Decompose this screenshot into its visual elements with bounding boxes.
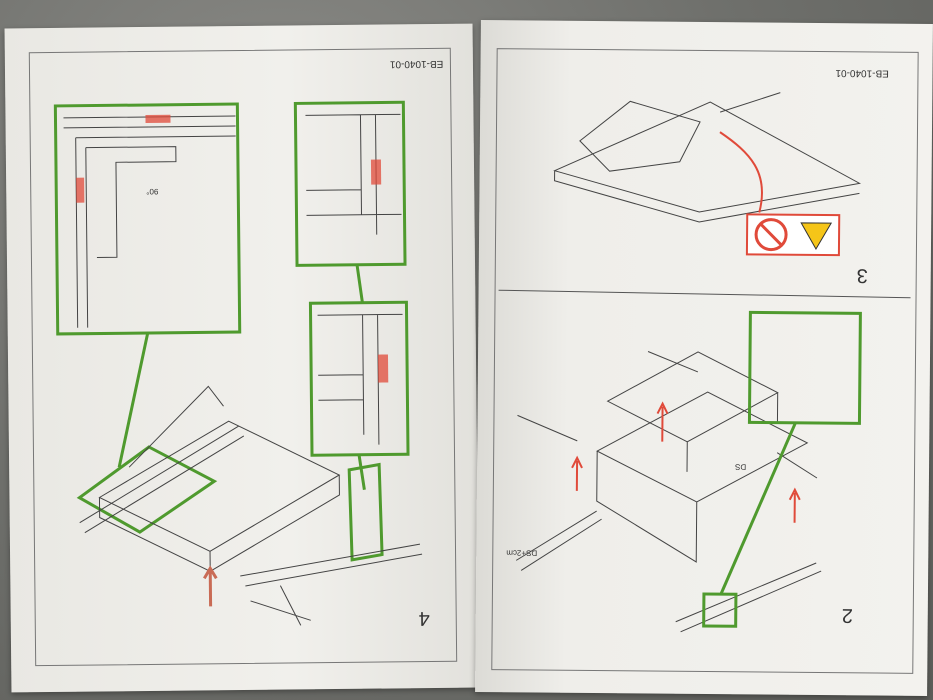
warning-triangle-icon [800,222,833,250]
up-arrow-icons [571,401,801,523]
rail-detail-frame [293,100,407,267]
rail-detail-frame-2 [308,300,410,457]
assembly-diagram-steps-2-3 [498,92,911,633]
instruction-page-steps-2-3: EB-1040-01 3 2 DS DS+2cm [475,20,933,696]
up-arrow-icon [203,565,218,607]
arrow-icon [719,131,764,213]
instruction-page-step-4: EB-1040-01 4 90° [4,23,480,693]
warning-icons [745,213,841,257]
corner-detail-frame [53,102,242,336]
prohibited-icon [754,218,788,252]
section-divider [498,289,911,299]
leg-detail-frame [702,592,738,628]
assembly-diagram-step-4 [53,100,423,626]
screw-detail-frame [747,310,862,425]
